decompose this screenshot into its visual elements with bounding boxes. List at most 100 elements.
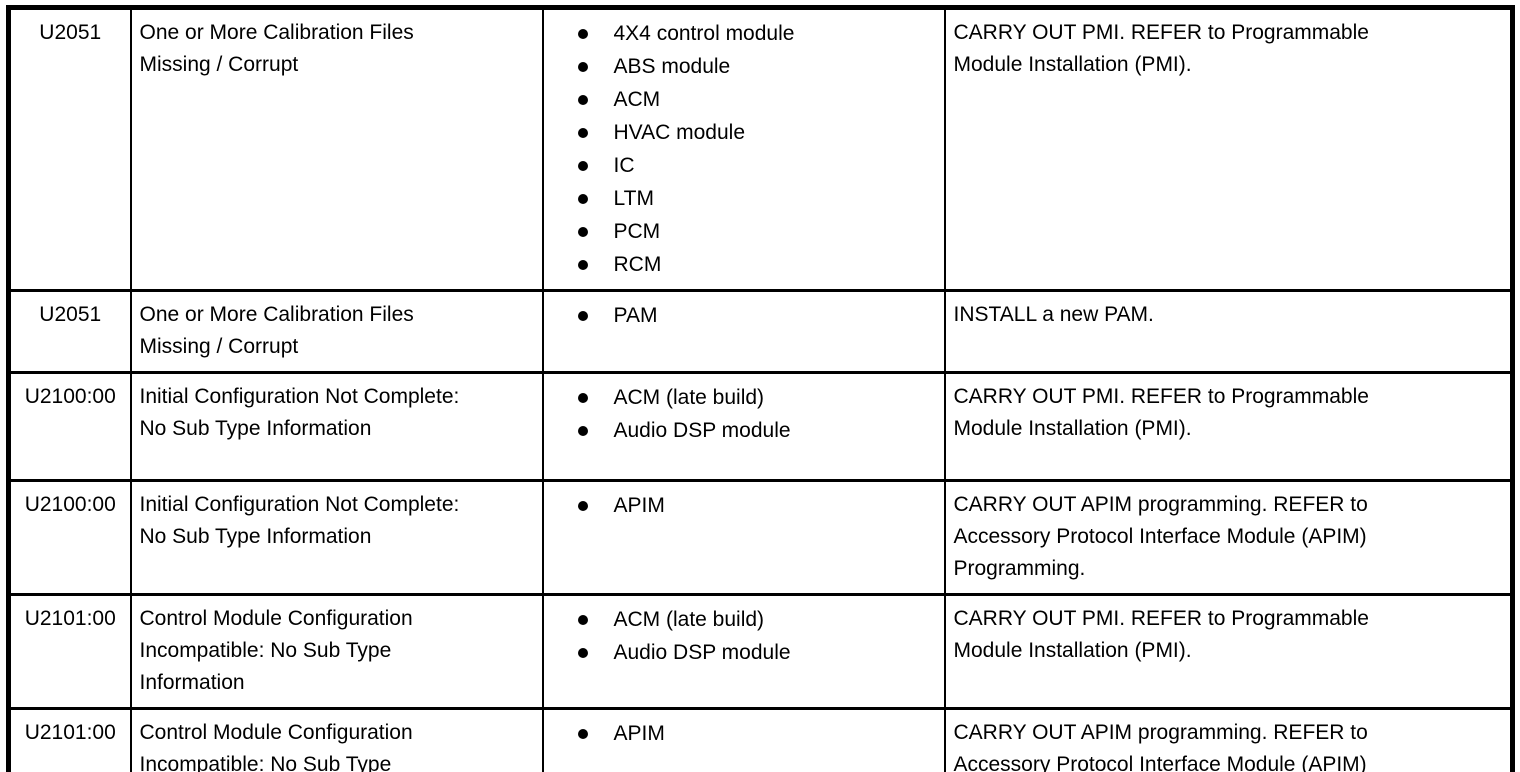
dtc-description: Control Module Configuration Incompatibl… — [139, 721, 413, 772]
action-cell: CARRY OUT APIM programming. REFER to Acc… — [943, 479, 1514, 596]
module-name: APIM — [613, 722, 665, 745]
module-name: ACM — [613, 88, 661, 111]
module-list-item: ACM (late build) — [577, 603, 936, 636]
action-instruction: CARRY OUT PMI. REFER to Programmable Mod… — [953, 21, 1369, 76]
module-name: 4X4 control module — [613, 22, 795, 45]
modules-cell: ACM (late build) Audio DSP module — [541, 593, 946, 710]
bullet-icon — [577, 29, 588, 39]
dtc-code: U2051 — [39, 303, 102, 326]
dtc-code: U2100:00 — [24, 493, 116, 516]
dtc-description: One or More Calibration Files Missing / … — [139, 303, 414, 358]
description-cell: Control Module Configuration Incompatibl… — [129, 707, 544, 772]
module-list: 4X4 control module ABS module — [552, 17, 936, 281]
action-instruction: CARRY OUT APIM programming. REFER to Acc… — [953, 493, 1368, 580]
action-cell: CARRY OUT PMI. REFER to Programmable Mod… — [943, 593, 1514, 710]
action-cell: INSTALL a new PAM. — [943, 289, 1514, 374]
module-list-item: IC — [577, 149, 936, 182]
bullet-icon — [577, 729, 588, 739]
description-cell: Initial Configuration Not Complete: No S… — [129, 479, 544, 596]
table-row: U2101:00 Control Module Configuration In… — [7, 593, 1514, 710]
modules-cell: 4X4 control module ABS module — [541, 6, 946, 292]
dtc-code-cell: U2100:00 — [7, 479, 132, 596]
bullet-icon — [577, 194, 588, 204]
description-cell: Control Module Configuration Incompatibl… — [129, 593, 544, 710]
action-instruction: INSTALL a new PAM. — [953, 303, 1154, 326]
action-cell: CARRY OUT PMI. REFER to Programmable Mod… — [943, 371, 1514, 482]
dtc-code-cell: U2051 — [7, 289, 132, 374]
modules-cell: ACM (late build) Audio DSP module — [541, 371, 946, 482]
module-name: PAM — [613, 304, 658, 327]
module-name: RCM — [613, 253, 662, 276]
module-list-item: ACM (late build) — [577, 381, 936, 414]
module-list-item: APIM — [577, 489, 936, 522]
description-cell: One or More Calibration Files Missing / … — [129, 289, 544, 374]
bullet-icon — [577, 648, 588, 658]
module-list-item: Audio DSP module — [577, 636, 936, 669]
dtc-index-table: U2051 One or More Calibration Files Miss… — [6, 5, 1515, 772]
module-name: APIM — [613, 494, 665, 517]
module-name: ACM (late build) — [613, 608, 765, 631]
module-list: ACM (late build) Audio DSP module — [552, 381, 936, 447]
bullet-icon — [577, 615, 588, 625]
bullet-icon — [577, 393, 588, 403]
module-list: APIM — [552, 489, 936, 522]
module-name: HVAC module — [613, 121, 746, 144]
module-list-item: HVAC module — [577, 116, 936, 149]
module-list-item: PCM — [577, 215, 936, 248]
dtc-code-cell: U2101:00 — [7, 707, 132, 772]
dtc-code-cell: U2100:00 — [7, 371, 132, 482]
action-cell: CARRY OUT APIM programming. REFER to Acc… — [943, 707, 1514, 772]
module-name: ACM (late build) — [613, 386, 765, 409]
bullet-icon — [577, 161, 588, 171]
dtc-description: Initial Configuration Not Complete: No S… — [139, 493, 460, 548]
table-row: U2100:00 Initial Configuration Not Compl… — [7, 371, 1514, 482]
module-list-item: APIM — [577, 717, 936, 750]
table-row: U2101:00 Control Module Configuration In… — [7, 707, 1514, 772]
module-list-item: LTM — [577, 182, 936, 215]
module-name: Audio DSP module — [613, 419, 791, 442]
action-cell: CARRY OUT PMI. REFER to Programmable Mod… — [943, 6, 1514, 292]
bullet-icon — [577, 128, 588, 138]
dtc-description: Initial Configuration Not Complete: No S… — [139, 385, 460, 440]
module-list-item: RCM — [577, 248, 936, 281]
module-list: ACM (late build) Audio DSP module — [552, 603, 936, 669]
module-list-item: 4X4 control module — [577, 17, 936, 50]
module-name: IC — [613, 154, 635, 177]
action-instruction: CARRY OUT PMI. REFER to Programmable Mod… — [953, 385, 1369, 440]
bullet-icon — [577, 227, 588, 237]
dtc-code: U2051 — [39, 21, 102, 44]
module-list-item: ABS module — [577, 50, 936, 83]
modules-cell: PAM — [541, 289, 946, 374]
module-list-item: ACM — [577, 83, 936, 116]
dtc-description: One or More Calibration Files Missing / … — [139, 21, 414, 76]
bullet-icon — [577, 501, 588, 511]
dtc-code: U2101:00 — [24, 607, 116, 630]
action-instruction: CARRY OUT PMI. REFER to Programmable Mod… — [953, 607, 1369, 662]
dtc-code: U2100:00 — [24, 385, 116, 408]
bullet-icon — [577, 426, 588, 436]
dtc-code-cell: U2101:00 — [7, 593, 132, 710]
table-row: U2051 One or More Calibration Files Miss… — [7, 6, 1514, 292]
module-list: APIM — [552, 717, 936, 750]
action-instruction: CARRY OUT APIM programming. REFER to Acc… — [953, 721, 1368, 772]
table-row: U2051 One or More Calibration Files Miss… — [7, 289, 1514, 374]
module-name: LTM — [613, 187, 654, 210]
dtc-description: Control Module Configuration Incompatibl… — [139, 607, 413, 694]
dtc-code: U2101:00 — [24, 721, 116, 744]
bullet-icon — [577, 95, 588, 105]
description-cell: One or More Calibration Files Missing / … — [129, 6, 544, 292]
bullet-icon — [577, 311, 588, 321]
module-list: PAM — [552, 299, 936, 332]
description-cell: Initial Configuration Not Complete: No S… — [129, 371, 544, 482]
modules-cell: APIM — [541, 707, 946, 772]
dtc-code-cell: U2051 — [7, 6, 132, 292]
module-name: PCM — [613, 220, 661, 243]
module-name: Audio DSP module — [613, 641, 791, 664]
module-list-item: Audio DSP module — [577, 414, 936, 447]
modules-cell: APIM — [541, 479, 946, 596]
bullet-icon — [577, 62, 588, 72]
module-list-item: PAM — [577, 299, 936, 332]
module-name: ABS module — [613, 55, 731, 78]
dtc-table-body: U2051 One or More Calibration Files Miss… — [7, 6, 1514, 772]
